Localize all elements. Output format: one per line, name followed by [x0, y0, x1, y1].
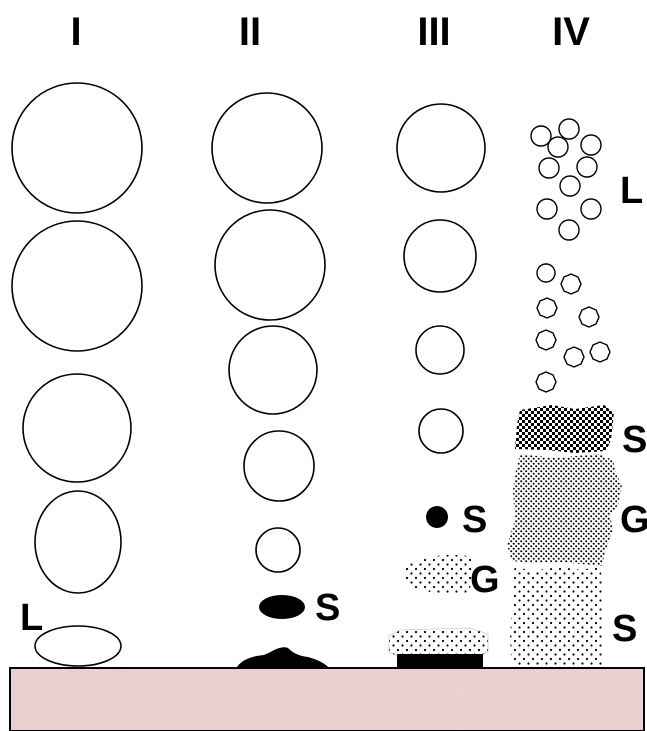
label-g-gel: G	[620, 499, 647, 541]
octagon-particle	[590, 342, 610, 362]
label-g-gel: G	[470, 559, 500, 601]
octagon-particle	[536, 330, 556, 350]
droplet	[531, 126, 551, 146]
column-header-iv: IV	[552, 10, 590, 54]
droplet	[215, 210, 325, 320]
droplet	[577, 157, 597, 177]
droplet	[560, 176, 580, 196]
droplet	[35, 491, 121, 593]
octagon-particle	[564, 347, 584, 367]
droplet	[256, 528, 300, 572]
droplet	[244, 431, 314, 501]
particle	[537, 264, 555, 282]
flattened-droplet	[35, 626, 121, 666]
solid-splat	[236, 647, 330, 669]
label-s-solid-top: S	[622, 419, 647, 461]
column-header-iii: III	[417, 10, 450, 54]
octagon-particle	[561, 274, 581, 294]
octagon-particle	[537, 298, 557, 318]
gel-layer	[389, 628, 488, 658]
gel-particle	[403, 555, 474, 594]
droplet	[419, 409, 463, 453]
droplet	[12, 83, 142, 213]
column-iii-droplets: S G	[389, 104, 500, 670]
droplet	[548, 137, 568, 157]
label-s-solid: S	[315, 587, 340, 629]
column-i-droplets: L	[12, 83, 142, 666]
droplet	[559, 119, 579, 139]
column-ii-droplets: S	[212, 93, 340, 669]
droplet	[581, 199, 601, 219]
substrate-texture	[11, 669, 643, 730]
gel-aggregate	[507, 454, 622, 566]
droplet	[212, 93, 322, 203]
droplet	[559, 220, 579, 240]
octagon-particle-cluster	[536, 264, 610, 392]
solid-aggregate-top	[515, 405, 614, 453]
label-s-solid-bottom: S	[612, 608, 637, 650]
octagon-particle	[579, 307, 599, 327]
droplet	[12, 221, 142, 351]
droplet	[229, 326, 317, 414]
droplet	[581, 135, 601, 155]
label-s-solid: S	[462, 499, 487, 541]
droplet	[23, 374, 131, 482]
column-header-i: I	[70, 10, 81, 54]
label-l-liquid: L	[20, 597, 43, 639]
droplet	[539, 158, 559, 178]
octagon-particle	[536, 372, 556, 392]
droplet	[416, 326, 464, 374]
substrate	[10, 668, 644, 731]
label-l-liquid: L	[620, 170, 643, 212]
column-iv-particles: L S G S	[507, 119, 647, 668]
small-droplet-cluster	[531, 119, 601, 240]
column-header-ii: II	[239, 10, 261, 54]
droplet	[397, 104, 485, 192]
solid-particle	[259, 595, 305, 619]
solid-deposit-layer	[510, 566, 604, 668]
droplet	[404, 220, 476, 292]
solid-particle	[426, 506, 448, 528]
droplet	[537, 199, 557, 219]
